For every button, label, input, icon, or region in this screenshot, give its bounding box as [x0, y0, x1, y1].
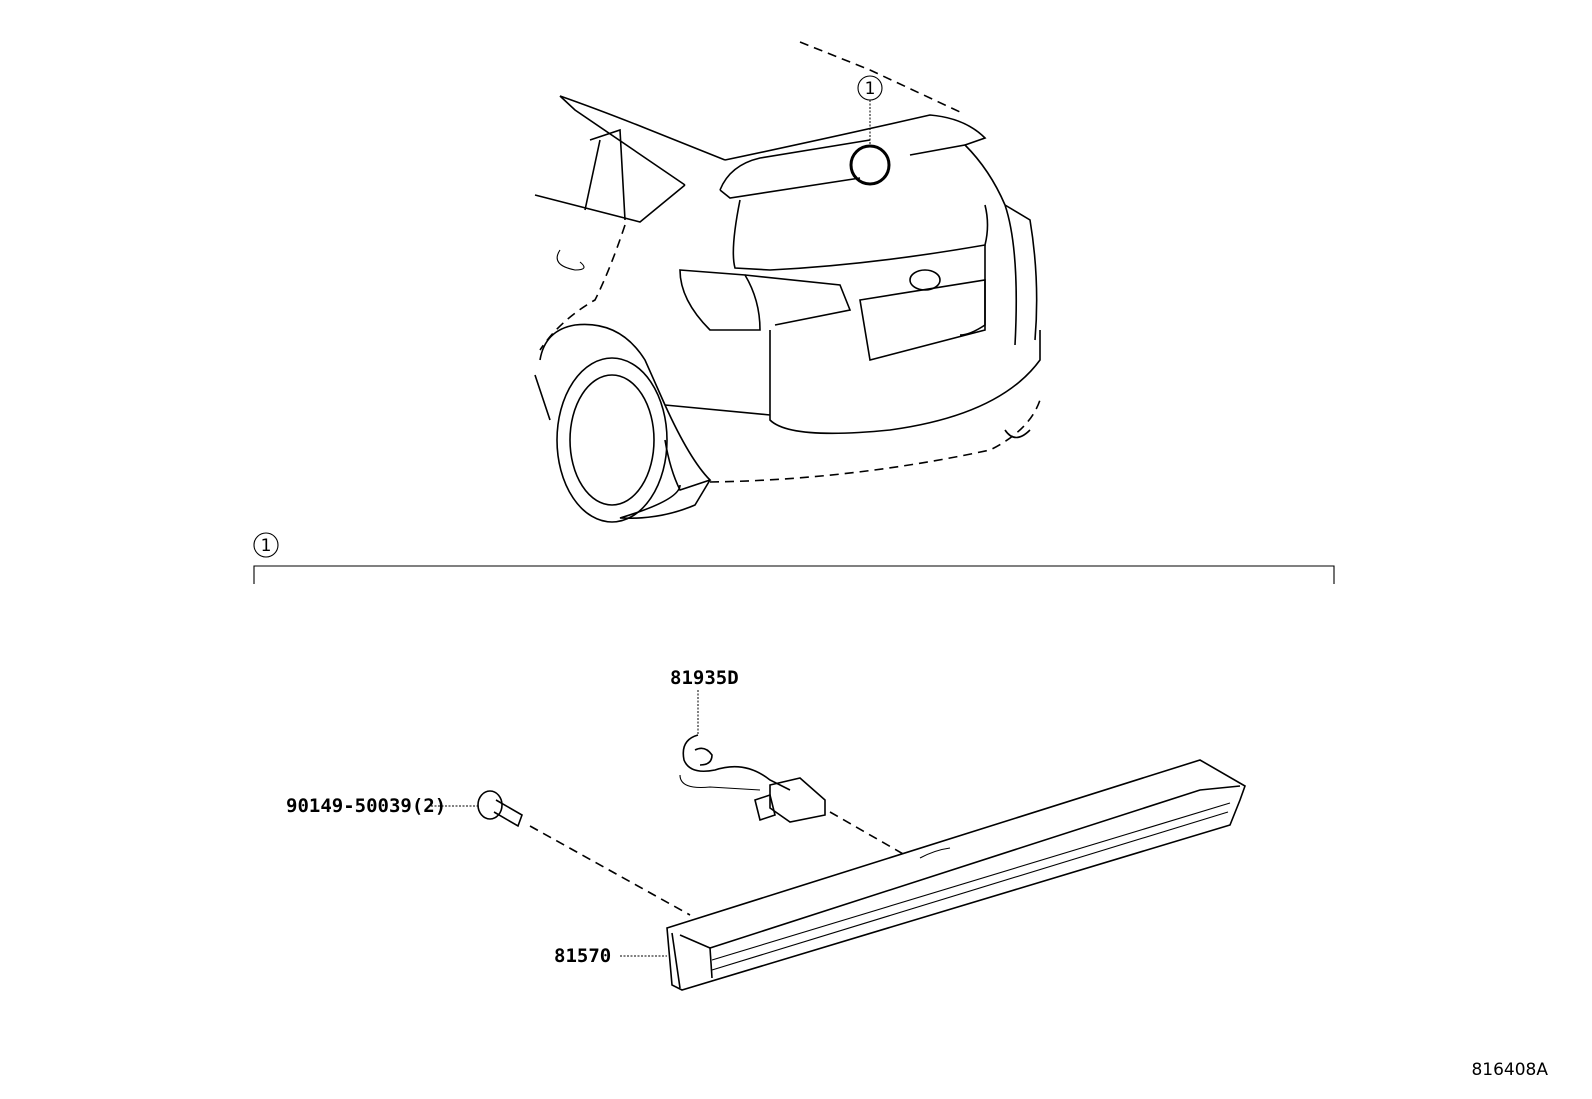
diagram-id: 816408A: [1471, 1060, 1548, 1080]
callout-number: 1: [865, 79, 876, 99]
vehicle-rear-illustration: 1: [534, 41, 1041, 523]
part-label-81570: 81570: [554, 945, 611, 967]
section-callout-number: 1: [261, 536, 272, 556]
wire-harness-81935d: 81935D: [670, 667, 906, 856]
part-label-81935d: 81935D: [670, 667, 739, 689]
part-label-90149-50039: 90149-50039(2): [286, 795, 446, 817]
screw-90149-50039: 90149-50039(2): [286, 790, 691, 916]
high-mount-stop-lamp-81570: 81570: [554, 759, 1246, 991]
section-bracket: 1: [253, 532, 1335, 584]
